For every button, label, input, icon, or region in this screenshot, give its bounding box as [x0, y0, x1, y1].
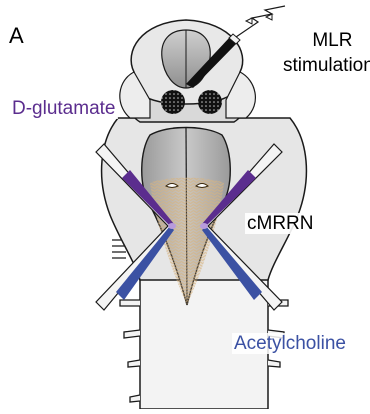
panel-letter: A [9, 25, 24, 47]
acetylcholine-label: Acetylcholine [232, 333, 348, 354]
mlr-label-line1: MLR [312, 30, 352, 51]
mlr-label-line2: stimulation [283, 53, 370, 78]
cmrrn-label: cMRRN [245, 213, 316, 234]
d-glutamate-label: D-glutamate [10, 98, 118, 119]
mlr-stimulation-label: MLR stimulation [291, 28, 370, 78]
